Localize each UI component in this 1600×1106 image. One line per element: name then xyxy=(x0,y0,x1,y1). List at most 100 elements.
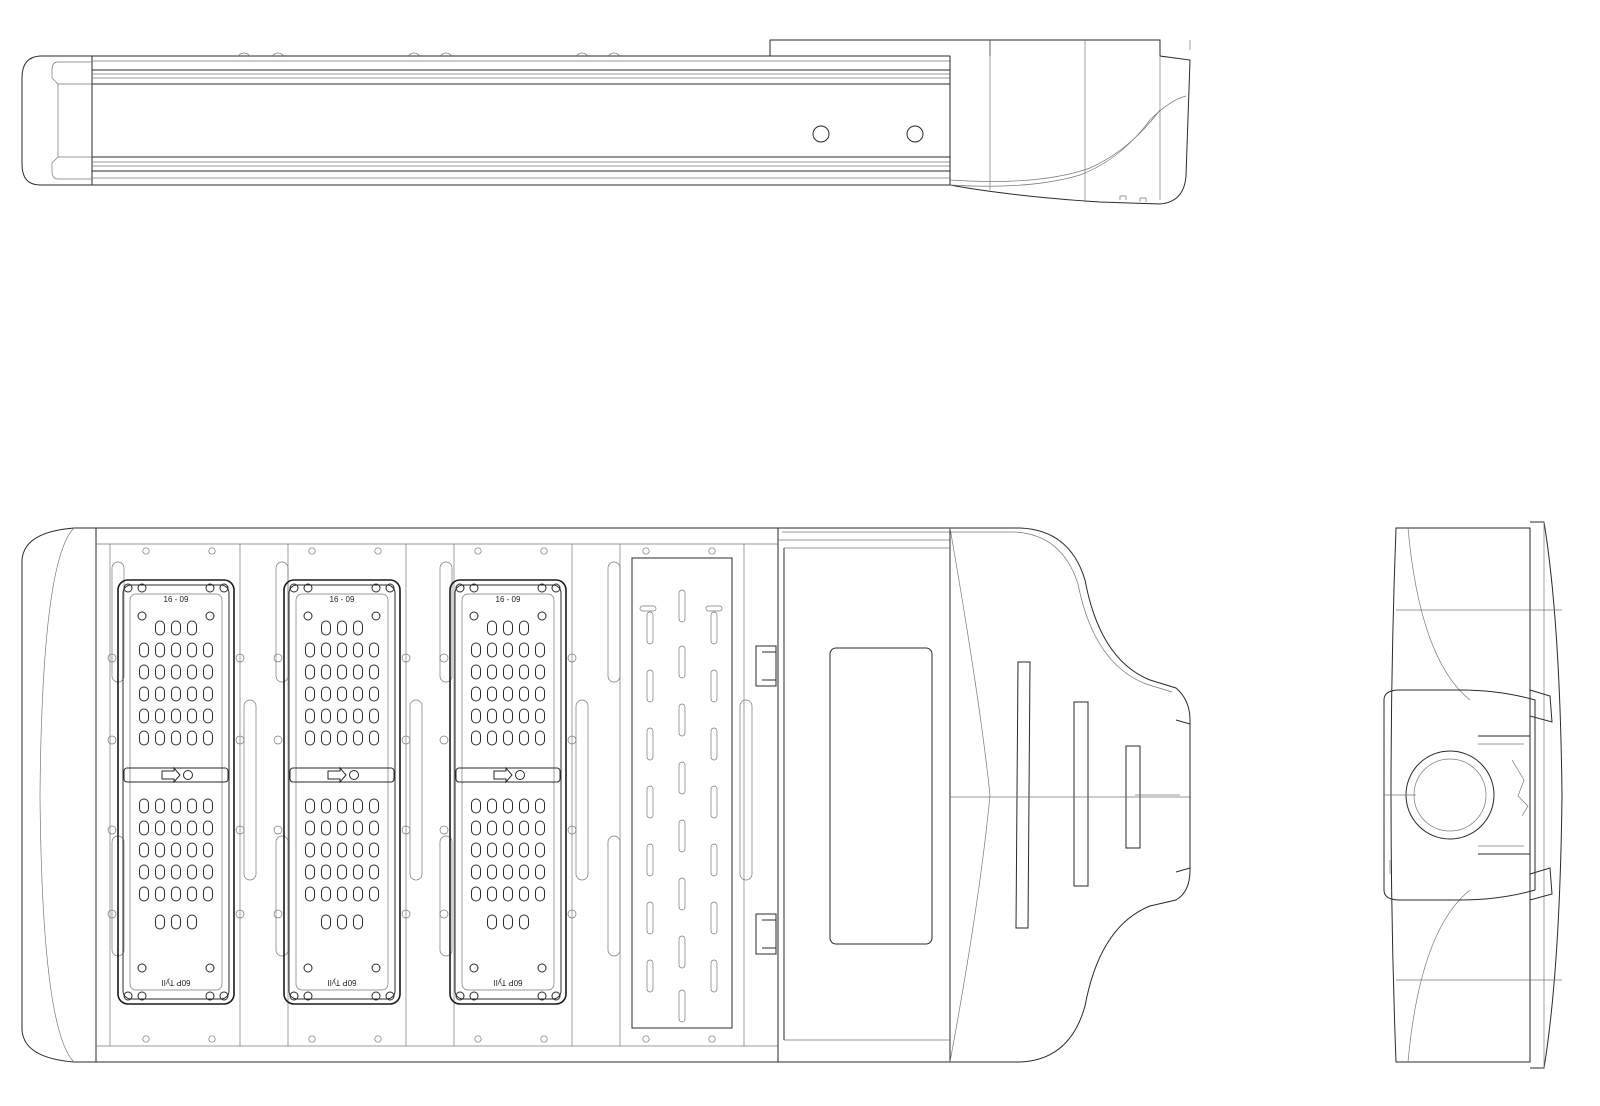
led-lens xyxy=(321,664,331,680)
led-lens xyxy=(155,798,165,814)
led-lens xyxy=(187,886,197,902)
vent-slot xyxy=(646,727,654,761)
led-lens xyxy=(519,730,529,746)
vent-slot xyxy=(710,901,718,935)
module-screw xyxy=(303,583,313,593)
led-lens xyxy=(487,686,497,702)
led-lens xyxy=(369,820,379,836)
vent-slot xyxy=(646,611,654,645)
led-lens xyxy=(305,686,315,702)
led-lens xyxy=(337,664,347,680)
led-lens xyxy=(487,664,497,680)
led-lens xyxy=(487,642,497,658)
driver-rib xyxy=(1073,701,1089,887)
led-lens xyxy=(321,798,331,814)
led-lens xyxy=(487,864,497,880)
led-lens xyxy=(187,914,197,930)
led-lens xyxy=(305,886,315,902)
vent-slot xyxy=(710,843,718,877)
led-lens xyxy=(321,842,331,858)
led-lens xyxy=(471,730,481,746)
led-lens xyxy=(503,620,513,636)
led-lens xyxy=(471,686,481,702)
vent-slot xyxy=(646,959,654,993)
led-lens xyxy=(503,820,513,836)
led-lens xyxy=(487,886,497,902)
led-lens xyxy=(337,914,347,930)
vent-slot xyxy=(678,819,686,853)
led-lens xyxy=(305,730,315,746)
vent-slot xyxy=(646,901,654,935)
vent-slot xyxy=(646,669,654,703)
led-lens xyxy=(353,664,363,680)
led-lens xyxy=(155,642,165,658)
module-type-label: 60P TyII xyxy=(161,978,190,987)
led-lens xyxy=(139,842,149,858)
vent-slot xyxy=(678,877,686,911)
led-lens xyxy=(171,820,181,836)
led-lens xyxy=(171,642,181,658)
led-lens xyxy=(321,620,331,636)
led-lens xyxy=(187,798,197,814)
module-screw xyxy=(123,583,133,593)
led-lens xyxy=(337,620,347,636)
led-lens xyxy=(337,708,347,724)
led-lens xyxy=(203,886,213,902)
led-lens xyxy=(321,914,331,930)
led-lens xyxy=(503,708,513,724)
side-mount-hole xyxy=(812,125,830,143)
led-lens xyxy=(353,730,363,746)
led-lens xyxy=(337,864,347,880)
led-lens xyxy=(187,686,197,702)
led-lens xyxy=(139,798,149,814)
led-lens xyxy=(369,708,379,724)
vent-slot xyxy=(710,959,718,993)
led-lens xyxy=(471,798,481,814)
led-lens xyxy=(305,864,315,880)
led-lens xyxy=(139,708,149,724)
led-lens xyxy=(155,708,165,724)
vent-slot xyxy=(710,669,718,703)
led-lens xyxy=(139,886,149,902)
vent-slot xyxy=(678,989,686,1023)
led-lens xyxy=(305,708,315,724)
led-lens xyxy=(519,686,529,702)
direction-arrow-icon xyxy=(327,766,347,784)
led-lens xyxy=(369,642,379,658)
led-lens xyxy=(203,798,213,814)
driver-clip xyxy=(755,645,777,687)
led-lens xyxy=(139,864,149,880)
end-elevation-view xyxy=(1383,521,1563,1069)
led-lens xyxy=(171,914,181,930)
led-lens xyxy=(369,730,379,746)
vent-slot xyxy=(678,761,686,795)
led-lens xyxy=(353,914,363,930)
led-lens xyxy=(305,664,315,680)
direction-arrow-icon xyxy=(161,766,181,784)
led-lens xyxy=(321,686,331,702)
led-lens xyxy=(139,686,149,702)
led-lens xyxy=(519,842,529,858)
led-lens xyxy=(535,820,545,836)
led-lens xyxy=(155,914,165,930)
led-lens xyxy=(187,820,197,836)
led-lens xyxy=(171,664,181,680)
module-code-label: 16 - 09 xyxy=(496,595,521,604)
module-screw xyxy=(219,583,229,593)
module-center-bar xyxy=(289,767,395,783)
led-lens xyxy=(519,708,529,724)
led-lens xyxy=(487,820,497,836)
led-lens xyxy=(337,642,347,658)
plan-end-cap xyxy=(21,527,96,1063)
led-lens xyxy=(519,798,529,814)
pole-entry xyxy=(1405,750,1495,840)
driver-rib xyxy=(1015,661,1031,929)
module-center-bar xyxy=(123,767,229,783)
led-lens xyxy=(535,664,545,680)
led-lens xyxy=(187,708,197,724)
led-lens xyxy=(187,620,197,636)
module-screw xyxy=(371,991,381,1001)
vent-slot xyxy=(678,589,686,623)
